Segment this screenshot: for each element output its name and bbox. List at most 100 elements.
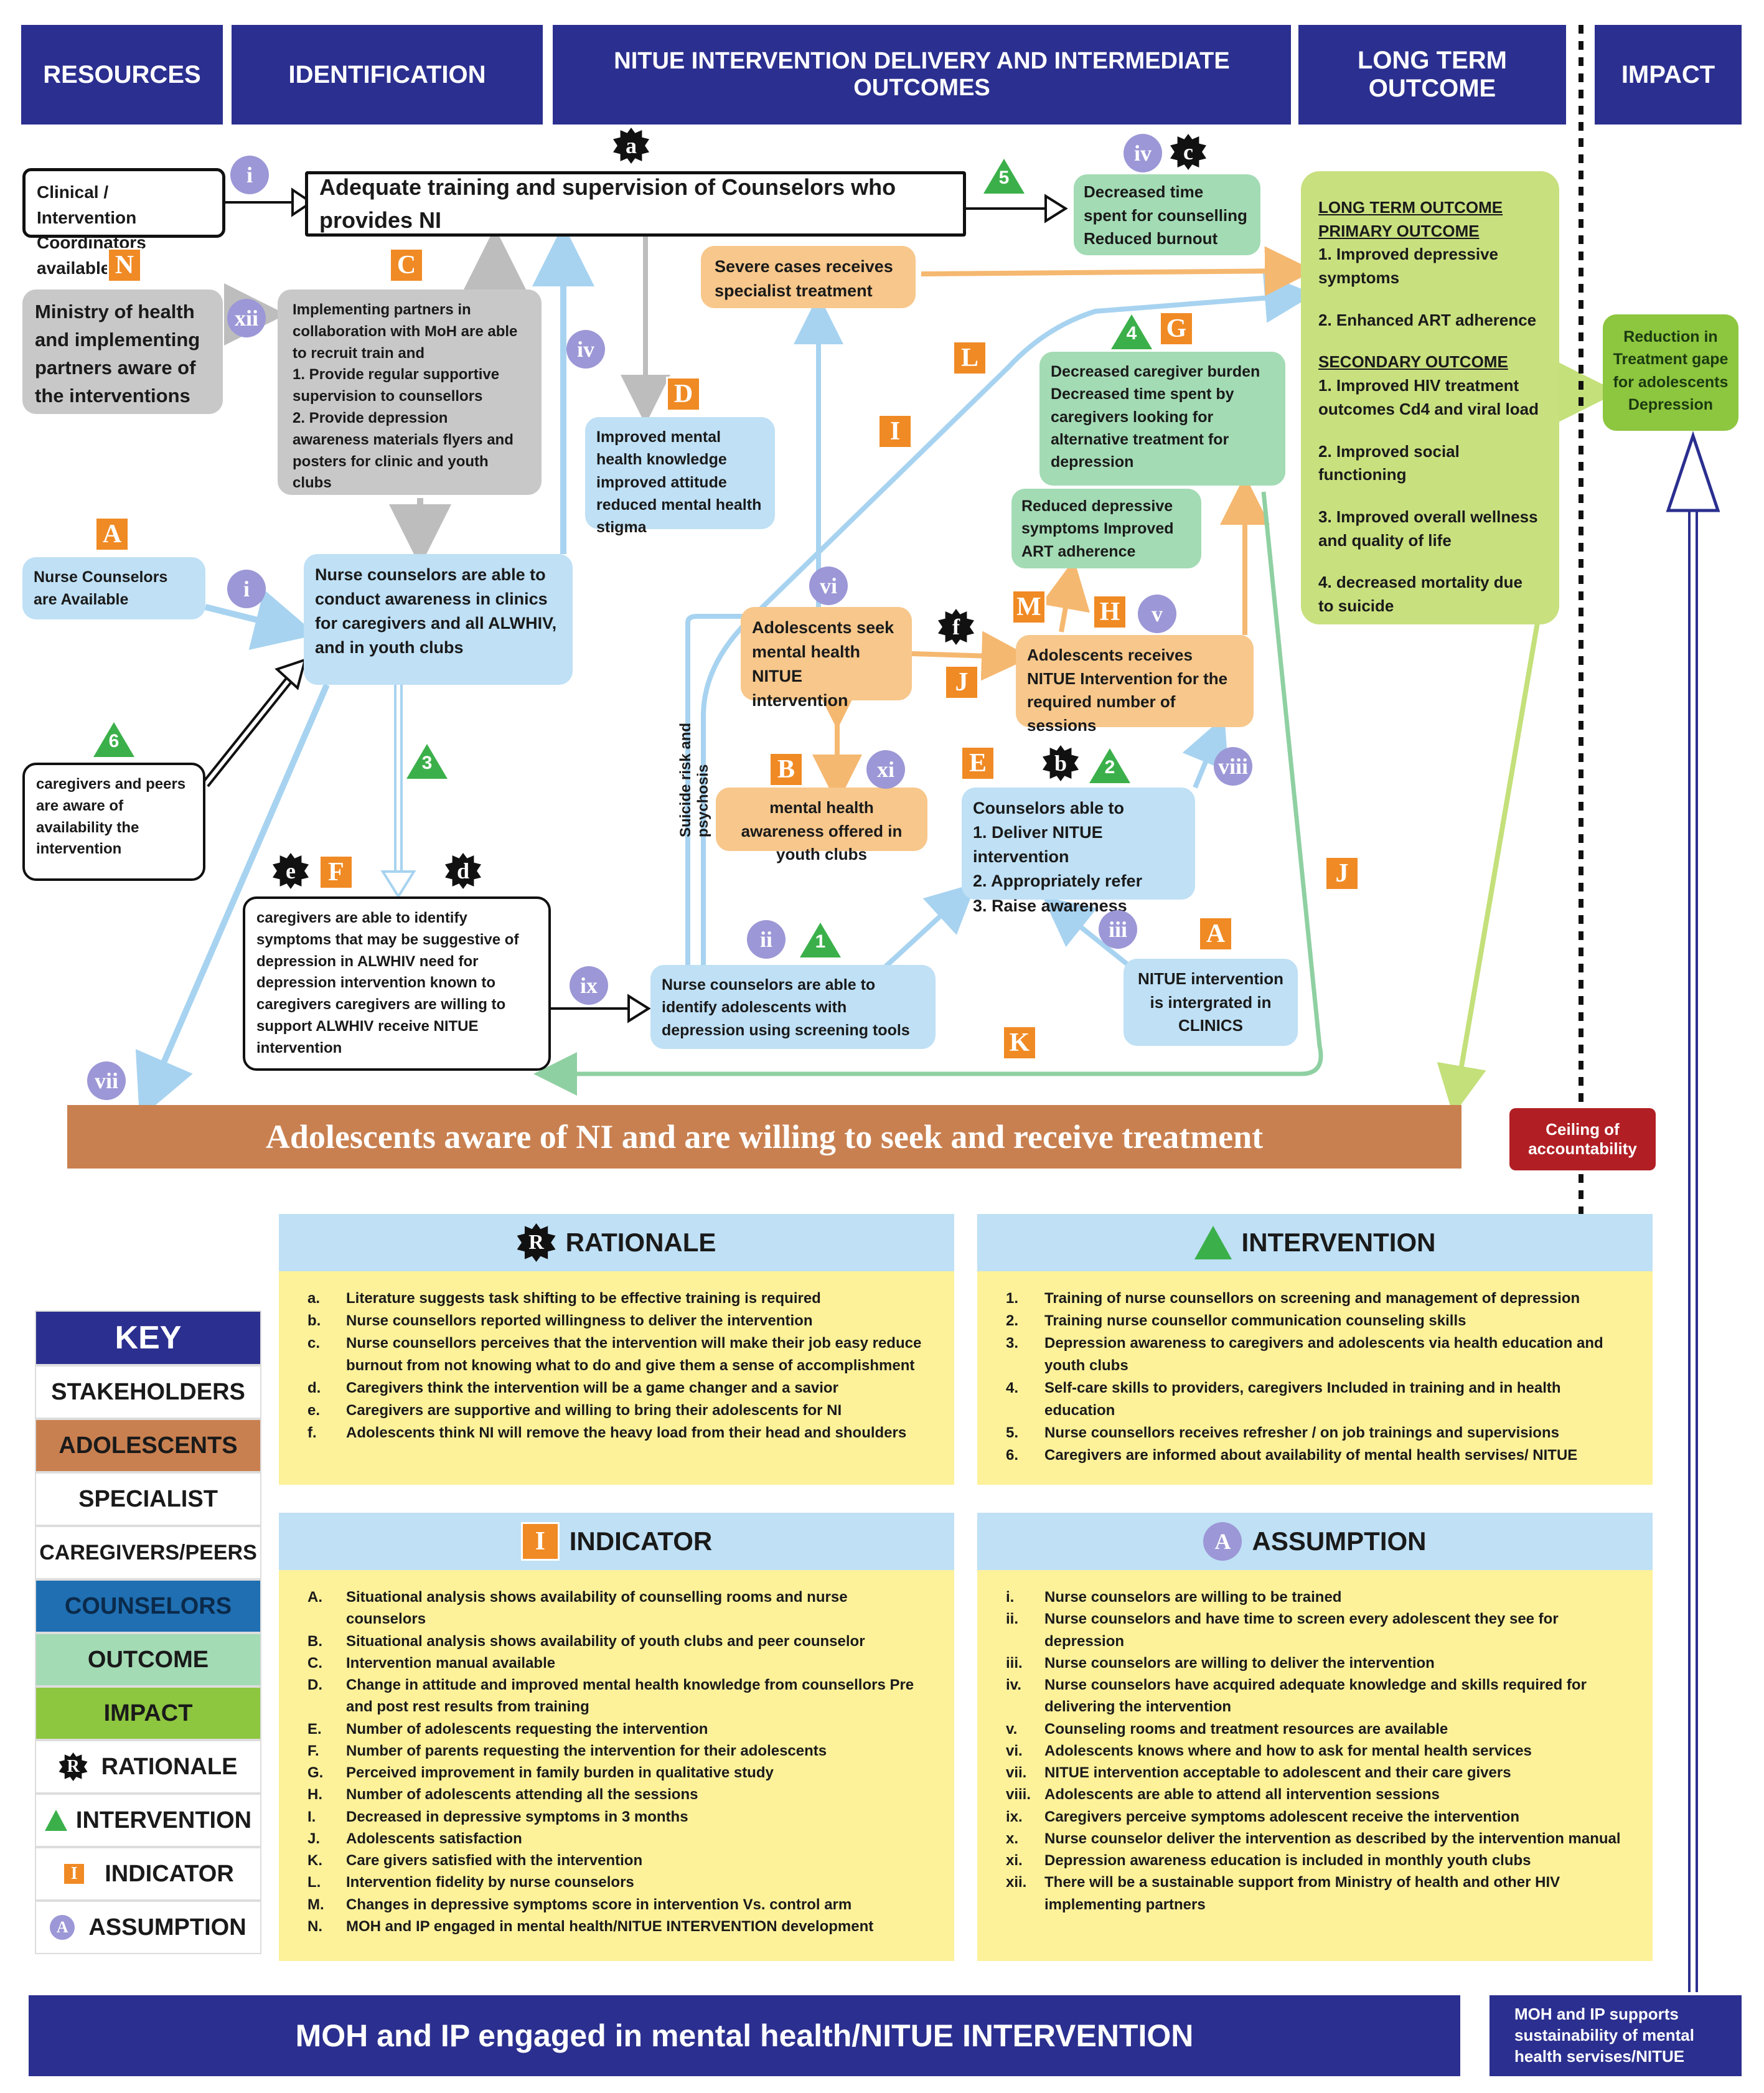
long-term-outcome-box: LONG TERM OUTCOME PRIMARY OUTCOME 1. Imp… — [1301, 171, 1559, 624]
intervention-item-text: Nurse counsellors receives refresher / o… — [1044, 1424, 1559, 1441]
rationale-item: f. Adolescents think NI will remove the h… — [307, 1422, 929, 1444]
rationale-item-text: Caregivers think the intervention will b… — [346, 1380, 838, 1396]
assumption-item-key: ii. — [1006, 1611, 1019, 1628]
key-outcome: OUTCOME — [35, 1633, 261, 1686]
improved-knowledge-box: Improved mental health knowledge improve… — [585, 417, 775, 536]
coordinators-box: Clinical / Intervention Coordinators ava… — [22, 168, 225, 278]
assumption-item-text: Nurse counselors have acquired adequate … — [1044, 1677, 1587, 1716]
assumption-item-key: vii. — [1006, 1764, 1027, 1782]
indicator-tag-I: I — [878, 414, 912, 449]
indicator-item-text: Situational analysis shows availability … — [346, 1632, 865, 1650]
indicator-tag-G: G — [1159, 311, 1194, 346]
rationale-list: a.Literature suggests task shifting to b… — [279, 1271, 954, 1451]
indicator-item-key: J. — [307, 1830, 321, 1847]
rationale-item-text: Nurse counsellors perceives that the int… — [346, 1335, 922, 1374]
decreased-time-box: Decreased time spent for counselling Red… — [1074, 174, 1260, 255]
assumption-item-text: NITUE intervention acceptable to adolesc… — [1044, 1764, 1511, 1782]
rationale-item-key: f. — [307, 1424, 317, 1441]
reduced-symptoms-box: Reduced depressive symptoms Improved ART… — [1011, 489, 1201, 568]
indicator-tag-M: M — [1011, 590, 1046, 624]
indicator-item: H.Number of adolescents attending all th… — [307, 1784, 929, 1805]
indicator-header: I INDICATOR — [279, 1513, 954, 1570]
indicator-item-key: M. — [307, 1896, 324, 1913]
intervention-header: INTERVENTION — [977, 1214, 1653, 1271]
intervention-item: 1. Training of nurse counsellors on scree… — [1006, 1287, 1628, 1310]
assumption-key-icon: A — [50, 1915, 75, 1940]
indicator-tag-J-mid: J — [944, 665, 979, 700]
indicator-item-key: K. — [307, 1852, 322, 1870]
assumption-item-text: Caregivers perceive symptoms adolescent … — [1044, 1808, 1519, 1825]
assumption-item-text: Adolescents are able to attend all inter… — [1044, 1786, 1440, 1804]
rationale-item: c.Nurse counsellors perceives that the i… — [307, 1332, 929, 1377]
key-stakeholders: STAKEHOLDERS — [35, 1365, 261, 1419]
intervention-item: 6. Caregivers are informed about availabi… — [1006, 1444, 1628, 1467]
assumption-tag-i-mid: i — [227, 570, 266, 608]
intervention-list: 1. Training of nurse counsellors on scree… — [977, 1271, 1653, 1473]
intervention-item: 5. Nurse counsellors receives refresher /… — [1006, 1422, 1628, 1444]
nurse-identify-box: Nurse counselors are able to identify ad… — [650, 965, 936, 1049]
indicator-tag-B: B — [769, 752, 804, 787]
indicator-item-key: A. — [307, 1589, 322, 1606]
key-legend: KEY STAKEHOLDERS ADOLESCENTS SPECIALIST … — [35, 1310, 261, 1954]
clinics-box: NITUE intervention is intergrated in CLI… — [1124, 959, 1298, 1046]
key-specialist: SPECIALIST — [35, 1472, 261, 1526]
intervention-item-text: Caregivers are informed about availabili… — [1044, 1447, 1578, 1464]
indicator-tag-C: C — [389, 248, 424, 283]
youth-clubs-box: mental health awareness offered in youth… — [716, 788, 927, 863]
indicator-tag-L: L — [952, 341, 987, 375]
assumption-item: vii. NITUE intervention acceptable to ado… — [1006, 1762, 1628, 1784]
assumption-item: viii.Adolescents are able to attend all … — [1006, 1784, 1628, 1805]
assumption-item: iv.Nurse counselors have acquired adequa… — [1006, 1674, 1628, 1718]
caregivers-identify-box: caregivers are able to identify symptoms… — [243, 896, 551, 1071]
intervention-item-key: 5. — [1006, 1424, 1019, 1441]
key-title: KEY — [35, 1310, 261, 1365]
rationale-item-key: a. — [307, 1290, 321, 1307]
assumption-item: ii.Nurse counselors and have time to scr… — [1006, 1608, 1628, 1652]
intervention-item-key: 6. — [1006, 1447, 1019, 1464]
adolescents-seek-box: Adolescents seek mental health NITUE int… — [741, 607, 912, 710]
assumption-tag-i: i — [230, 156, 269, 194]
assumption-item: xi.Depression awareness education is inc… — [1006, 1850, 1628, 1871]
indicator-item-text: Adolescents satisfaction — [346, 1830, 522, 1847]
assumption-item-text: Depression awareness education is includ… — [1044, 1852, 1531, 1870]
indicator-item: J. Adolescents satisfaction — [307, 1828, 929, 1850]
key-counselors: COUNSELORS — [35, 1579, 261, 1633]
rationale-item: d.Caregivers think the intervention will… — [307, 1377, 929, 1399]
rationale-item: e.Caregivers are supportive and willing … — [307, 1399, 929, 1422]
indicator-list: A. Situational analysis shows availabilit… — [279, 1570, 954, 1944]
intervention-item-text: Self-care skills to providers, caregiver… — [1044, 1380, 1561, 1419]
assumption-item: ix.Caregivers perceive symptoms adolesce… — [1006, 1806, 1628, 1828]
rationale-item-text: Adolescents think NI will remove the hea… — [346, 1424, 907, 1441]
moh-supports-box: MOH and IP supports sustainability of me… — [1490, 1995, 1742, 2076]
intervention-tag-5: 5 — [983, 159, 1025, 194]
assumption-tag-v: v — [1138, 595, 1176, 633]
assumption-item-text: There will be a sustainable support from… — [1044, 1874, 1560, 1913]
intervention-tag-6: 6 — [93, 722, 134, 757]
assumption-tag-ix: ix — [570, 966, 608, 1005]
assumption-tag-xii: xii — [227, 299, 266, 337]
key-adolescents: ADOLESCENTS — [35, 1419, 261, 1472]
intervention-key-icon — [44, 1810, 67, 1831]
assumption-item-key: v. — [1006, 1720, 1018, 1738]
indicator-item: N.MOH and IP engaged in mental health/NI… — [307, 1916, 929, 1937]
intervention-item-text: Training of nurse counsellors on screeni… — [1044, 1290, 1580, 1307]
indicator-item: F.Number of parents requesting the inter… — [307, 1740, 929, 1762]
assumption-item-text: Nurse counselor deliver the intervention… — [1044, 1830, 1621, 1847]
training-box: Adequate training and supervision of Cou… — [305, 171, 966, 237]
indicator-item-key: C. — [307, 1654, 322, 1672]
intervention-item-key: 4. — [1006, 1380, 1019, 1396]
indicator-item-text: Change in attitude and improved mental h… — [346, 1677, 914, 1716]
indicator-item: D.Change in attitude and improved mental… — [307, 1674, 929, 1718]
assumption-item: iii. Nurse counselors are willing to deli… — [1006, 1652, 1628, 1674]
nurse-awareness-box: Nurse counselors are able to conduct awa… — [304, 554, 573, 685]
indicator-item-text: Intervention manual available — [346, 1654, 556, 1672]
indicator-item: K.Care givers satisfied with the interve… — [307, 1850, 929, 1871]
assumption-tag-vii: vii — [87, 1061, 126, 1100]
indicator-item: E.Number of adolescents requesting the i… — [307, 1718, 929, 1740]
assumption-item-text: Nurse counselors are willing to deliver … — [1044, 1654, 1435, 1672]
indicator-item: L.Intervention fidelity by nurse counsel… — [307, 1871, 929, 1893]
intervention-item-key: 1. — [1006, 1290, 1019, 1307]
nurse-available-box: Nurse Counselors are Available — [22, 557, 205, 619]
indicator-tag-H: H — [1092, 595, 1127, 629]
assumption-item-key: iii. — [1006, 1654, 1023, 1672]
